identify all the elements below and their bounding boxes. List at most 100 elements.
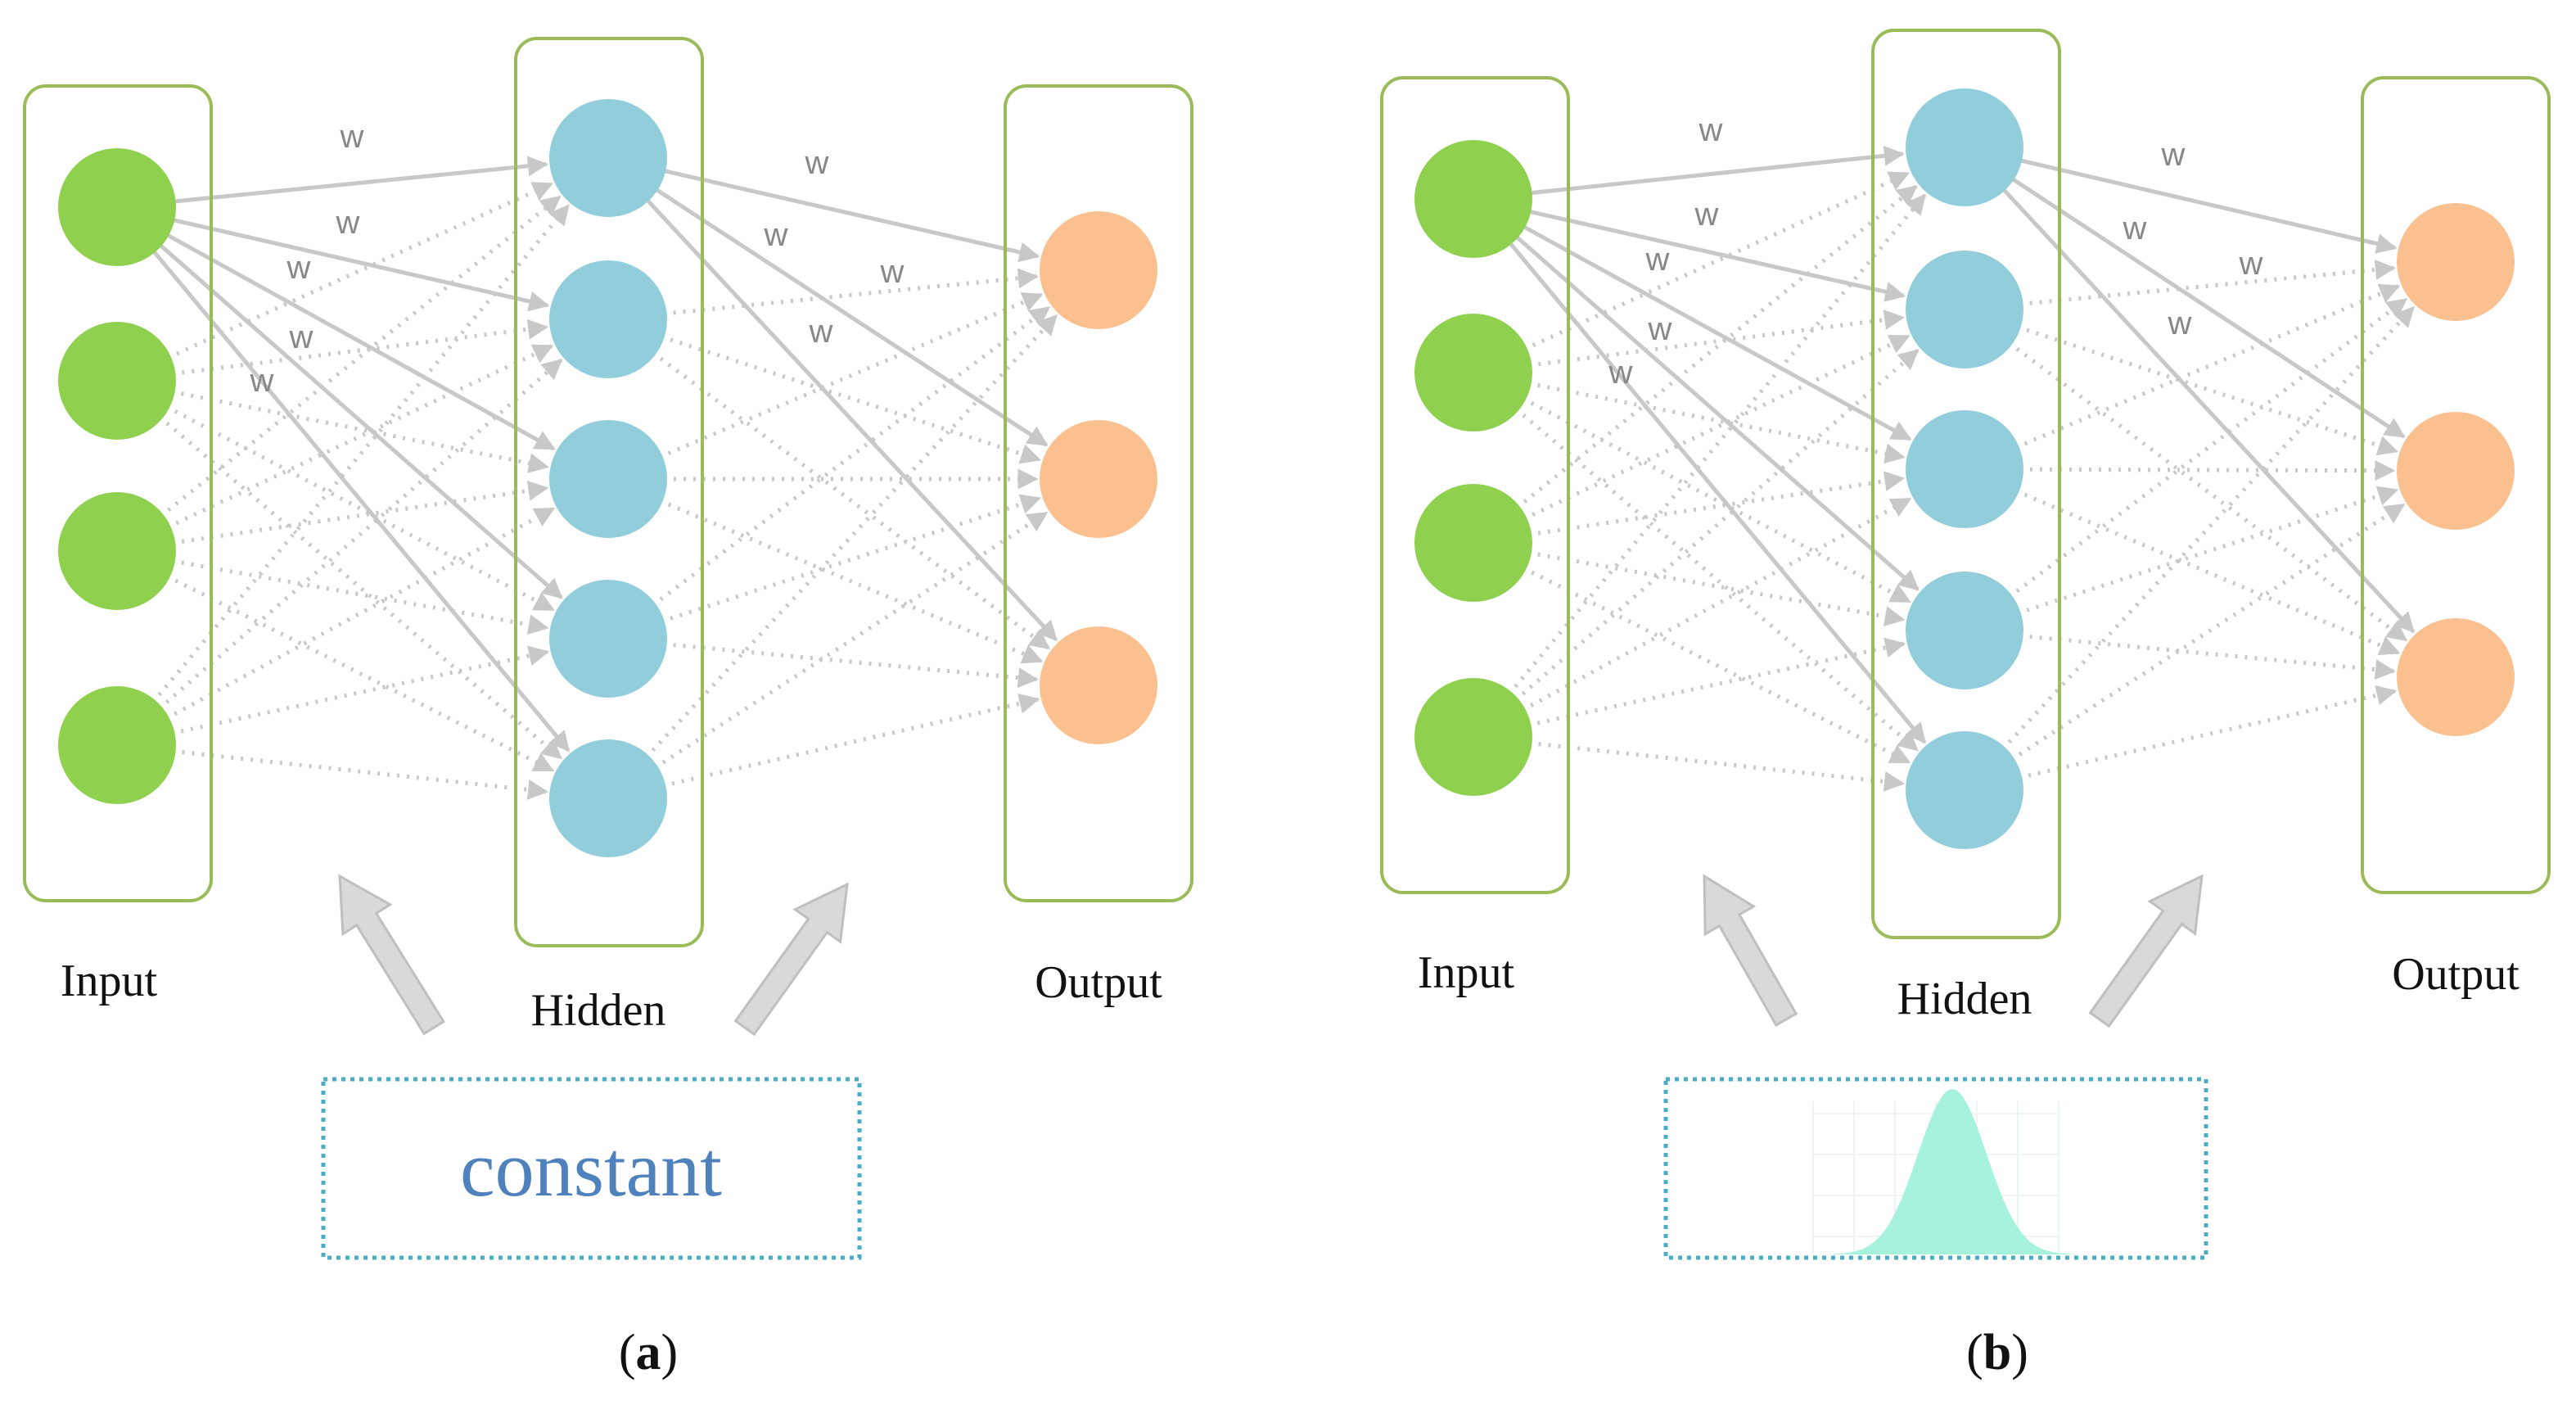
hidden-layer-label: Hidden	[531, 985, 666, 1036]
weight-connection-dotted	[1527, 550, 1906, 627]
weight-label: w	[1694, 197, 1719, 233]
weight-connection-dotted	[170, 645, 550, 736]
hidden-node	[549, 739, 667, 857]
weight-connection-dotted	[661, 693, 1040, 789]
output-layer-label: Output	[2392, 949, 2520, 1000]
panel-b-caption: (b)	[1966, 1325, 2028, 1381]
weight-connection-dotted	[151, 204, 571, 704]
input-layer-box	[1380, 76, 1570, 894]
weight-connection-solid	[1514, 233, 1920, 591]
weight-connection-dotted	[2007, 297, 2408, 599]
hidden-node	[1906, 88, 2023, 206]
weight-connection-dotted	[1514, 407, 1919, 752]
weight-label: w	[340, 119, 364, 155]
weight-connection-dotted	[658, 499, 1044, 664]
weight-connection-dotted	[166, 182, 554, 360]
weight-connection-dotted	[171, 389, 549, 473]
weight-label: w	[1648, 311, 1672, 347]
block-arrow-shape	[1703, 874, 1798, 1027]
output-node	[1040, 420, 1157, 538]
hidden-node	[1906, 572, 2023, 689]
output-layer-label: Output	[1035, 957, 1162, 1008]
output-layer-box	[1004, 84, 1193, 902]
input-node	[58, 492, 176, 610]
input-node	[1414, 140, 1532, 258]
weight-label: w	[286, 250, 311, 286]
weight-connection-solid	[644, 197, 1058, 642]
weight-connection-dotted	[1528, 740, 1905, 792]
weight-init-box	[321, 1077, 862, 1260]
block-arrow-shape	[2088, 874, 2204, 1028]
weight-connection-dotted	[653, 511, 1049, 770]
input-node	[1414, 484, 1532, 602]
weight-connection-dotted	[1522, 566, 1911, 765]
weight-connection-dotted	[166, 344, 554, 530]
weight-connection-dotted	[157, 358, 563, 711]
weight-connection-dotted	[2019, 460, 2396, 481]
weight-connection-dotted	[660, 494, 1042, 624]
weight-label: w	[2123, 210, 2147, 246]
weight-connection-dotted	[171, 480, 549, 545]
weight-connection-dotted	[2014, 283, 2401, 450]
weight-connection-dotted	[1507, 193, 1927, 696]
input-node	[1414, 314, 1532, 432]
weight-connection-solid	[1521, 224, 1912, 441]
caption-letter: b	[1983, 1325, 2011, 1381]
output-node	[1040, 626, 1157, 744]
weight-connection-dotted	[652, 350, 1051, 650]
weight-connection-dotted	[1523, 171, 1911, 351]
weight-connection-dotted	[2007, 341, 2408, 642]
input-layer-label: Input	[1418, 947, 1515, 998]
hidden-node	[549, 99, 667, 217]
weight-connection-solid	[653, 187, 1049, 447]
input-layer-box	[23, 84, 213, 902]
weight-connection-dotted	[158, 415, 562, 760]
output-node	[1040, 211, 1157, 329]
constant-init-label: constant	[460, 1125, 722, 1213]
node-layer	[58, 99, 1157, 857]
weight-connection-dotted	[2018, 685, 2398, 780]
weight-connection-dotted	[2014, 489, 2401, 656]
weight-label: w	[289, 319, 314, 355]
input-node	[1414, 678, 1532, 796]
weight-label: w	[805, 145, 829, 181]
weight-label: w	[1608, 355, 1633, 391]
edge-layer	[151, 156, 1058, 800]
input-layer-label: Input	[61, 956, 158, 1006]
edge-layer	[1507, 145, 2416, 792]
weight-connection-dotted	[663, 268, 1039, 316]
weight-connection-dotted	[1527, 471, 1906, 537]
weight-connection-dotted	[1527, 637, 1906, 728]
weight-label: w	[2168, 305, 2192, 341]
weight-connection-solid	[2001, 187, 2416, 634]
weight-connection-dotted	[1523, 334, 1911, 522]
weight-connection-solid	[2018, 158, 2398, 254]
hidden-layer-label: Hidden	[1897, 974, 2032, 1024]
weight-connection-solid	[1528, 145, 1905, 196]
weight-connection-dotted	[165, 404, 555, 612]
hidden-layer-box	[1871, 29, 2061, 939]
weight-connection-dotted	[1514, 348, 1920, 703]
weight-label: w	[764, 217, 788, 253]
weight-connection-dotted	[2019, 633, 2396, 680]
hidden-node	[549, 580, 667, 698]
weight-label: w	[1645, 242, 1670, 278]
gaussian-distribution-curve	[1825, 1089, 2079, 1254]
weight-label: w	[2161, 137, 2186, 173]
caption-open-paren: (	[619, 1325, 636, 1381]
output-layer-box	[2361, 76, 2551, 894]
weight-connection-solid	[661, 168, 1040, 263]
weight-label: w	[1699, 112, 1723, 148]
weight-connection-dotted	[172, 319, 549, 377]
weight-connection-solid	[1507, 240, 1927, 744]
weight-connection-solid	[170, 217, 550, 312]
output-node	[2397, 203, 2515, 321]
weight-label: w	[336, 205, 360, 241]
weight-connection-solid	[172, 156, 548, 204]
weight-connection-dotted	[172, 748, 548, 800]
caption-close-paren: )	[661, 1325, 679, 1381]
